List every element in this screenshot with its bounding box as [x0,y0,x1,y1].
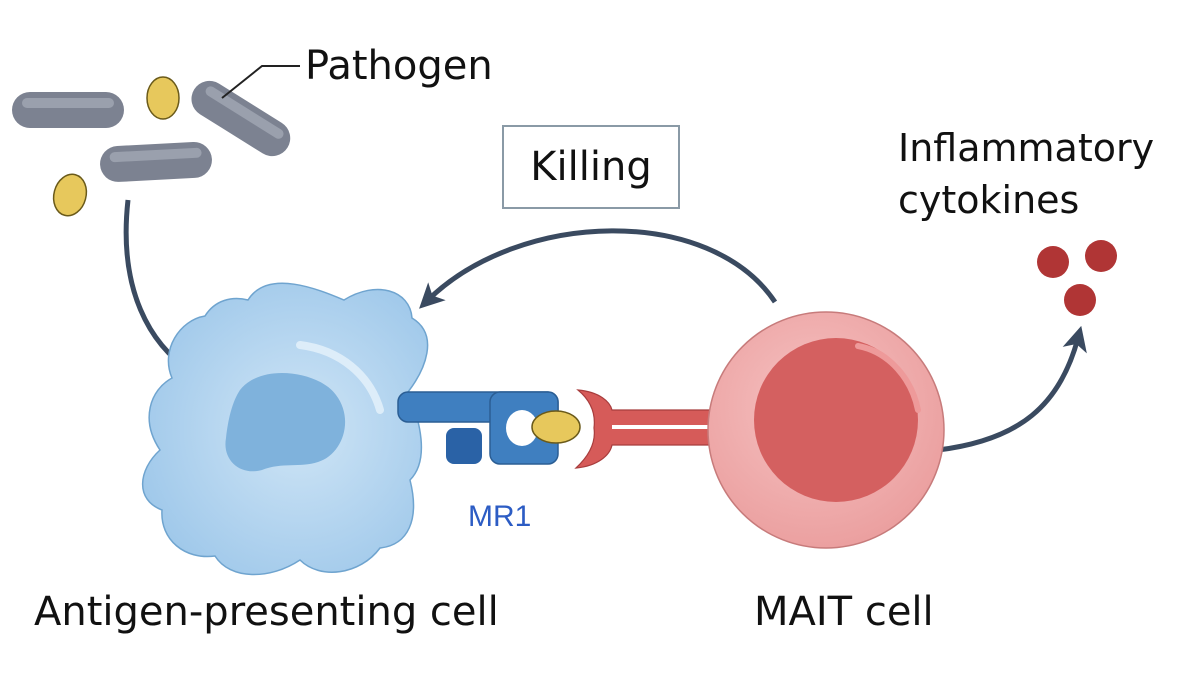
mait-cell [707,311,945,549]
cytokine-icon [1037,246,1069,278]
killing-label: Killing [530,144,652,190]
inflammatory-label: Inflammatory [898,126,1155,170]
pathogen-label: Pathogen [305,43,493,89]
pathogen-group [12,76,291,217]
cytokine-icon [1064,284,1096,316]
rod-bacterium-icon [12,92,124,128]
apc-highlight [296,341,384,414]
rod-bacterium-icon [191,80,291,157]
cytokine-group [1037,240,1117,316]
killing-box: Killing [502,125,680,209]
killing-arrow [419,228,778,309]
antigen-particle-icon [52,173,88,217]
cytokine-arrow [937,325,1087,453]
mr1-label: MR1 [468,500,532,533]
pathogen-leader-line [221,65,300,99]
mr1-molecule [397,391,559,465]
mait-label: MAIT cell [754,589,934,635]
cytokine-icon [1085,240,1117,272]
apc-nucleus [225,372,346,472]
antigen-particle-icon [531,410,581,444]
apc-label: Antigen-presenting cell [34,589,499,635]
rod-bacterium-icon [100,141,212,182]
antigen-particle-icon [146,76,180,120]
antigen-presenting-cell [141,282,429,576]
cytokines-label: cytokines [898,178,1080,222]
